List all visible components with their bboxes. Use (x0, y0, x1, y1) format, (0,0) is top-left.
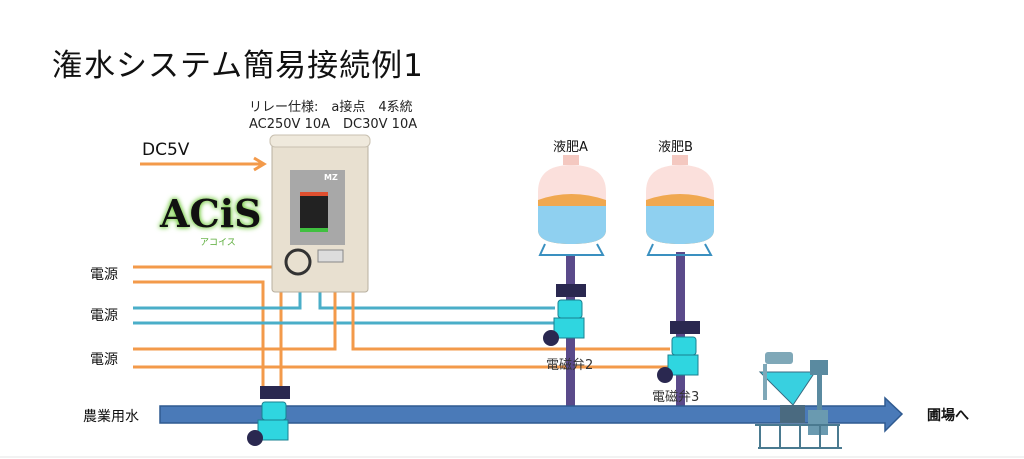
controller-box (269, 134, 371, 293)
dc-label: DC5V (142, 140, 190, 160)
tank-b-label: 液肥B (658, 140, 693, 155)
solenoid-valve-3 (657, 321, 700, 383)
power-wire (133, 292, 337, 351)
signal-wire (133, 292, 302, 310)
relay-spec: リレー仕様: a接点 4系統 AC250V 10A DC30V 10A (249, 99, 417, 133)
power-label: 電源 (90, 267, 118, 283)
tank-a-label: 液肥A (553, 140, 588, 155)
relay-spec-line1: リレー仕様: a接点 4系統 (249, 100, 413, 115)
page-title: 潅水システム簡易接続例1 (52, 48, 424, 84)
relay-spec-line2: AC250V 10A DC30V 10A (249, 117, 418, 132)
solenoid-valve-1 (247, 386, 290, 446)
water-source-label: 農業用水 (83, 409, 139, 425)
power-wire (351, 292, 670, 351)
tank-b (646, 155, 714, 256)
dc-arrow (140, 156, 267, 172)
wires (133, 156, 670, 388)
valve-3-label: 電磁弁3 (652, 390, 700, 405)
valve-2-label: 電磁弁2 (546, 358, 594, 373)
power-label: 電源 (90, 308, 118, 324)
fertilizer-mixer (755, 352, 842, 449)
solenoid-valve-2 (543, 284, 586, 346)
power-label: 電源 (90, 352, 118, 368)
tank-a (538, 155, 606, 256)
signal-wire (318, 292, 555, 310)
acis-logo: ACiS (160, 191, 262, 236)
acis-logo-sub: アコイス (200, 238, 236, 248)
controller-brand: MZ (324, 173, 338, 182)
power-wire (133, 280, 265, 388)
destination-label: 圃場へ (927, 408, 969, 424)
